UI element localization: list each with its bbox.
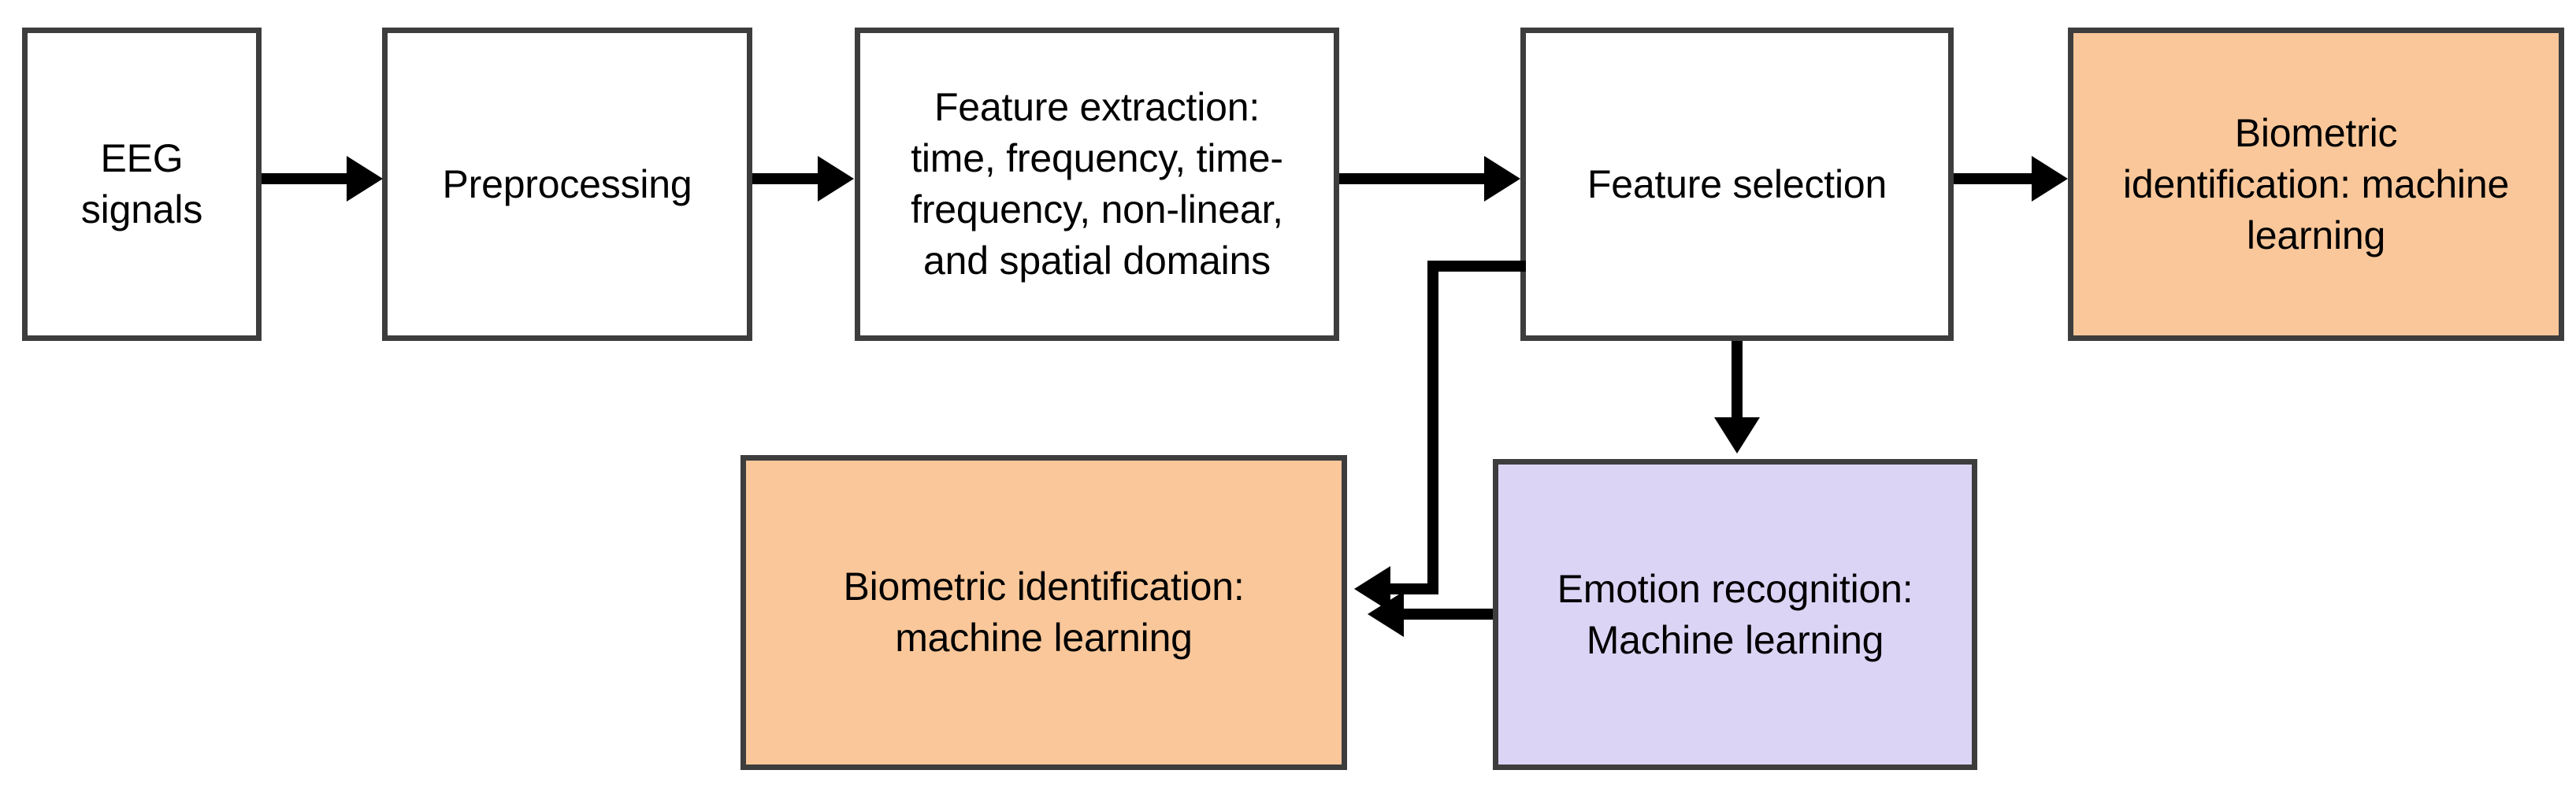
edge-eeg-to-preprocessing-arrowhead (347, 156, 383, 202)
node-biometric-identification-top[interactable]: Biometric identification: machine learni… (2068, 28, 2564, 341)
edge-selection-to-biometric-bottom-segment-top (1427, 261, 1526, 272)
node-biometric-identification-bottom-label: Biometric identification: machine learni… (843, 565, 1245, 660)
node-biometric-identification-bottom[interactable]: Biometric identification: machine learni… (741, 455, 1347, 770)
node-eeg-signals-label: EEG signals (80, 136, 203, 231)
edge-selection-to-emotion-line (1732, 341, 1743, 419)
node-feature-extraction-label: Feature extraction: time, frequency, tim… (911, 85, 1283, 283)
edge-selection-to-biometric-top-line (1954, 173, 2032, 184)
node-eeg-signals[interactable]: EEG signals (22, 28, 262, 341)
node-preprocessing[interactable]: Preprocessing (382, 28, 752, 341)
node-emotion-recognition[interactable]: Emotion recognition: Machine learning (1493, 459, 1977, 770)
node-feature-selection-label: Feature selection (1587, 161, 1887, 206)
node-preprocessing-label: Preprocessing (442, 161, 692, 206)
edge-emotion-to-biometric-bottom-line (1404, 609, 1493, 620)
edge-preprocessing-to-extraction-arrowhead (818, 156, 854, 202)
edge-selection-to-emotion-arrowhead (1714, 417, 1760, 454)
edge-preprocessing-to-extraction-line (752, 173, 819, 184)
edge-emotion-to-biometric-bottom-arrowhead (1368, 591, 1404, 637)
node-feature-extraction[interactable]: Feature extraction: time, frequency, tim… (855, 28, 1339, 341)
edge-eeg-to-preprocessing-line (262, 173, 348, 184)
edge-selection-to-biometric-top-arrowhead (2032, 156, 2068, 202)
edge-selection-to-biometric-bottom-segment-vertical (1427, 261, 1438, 594)
node-feature-selection[interactable]: Feature selection (1520, 28, 1954, 341)
node-emotion-recognition-label: Emotion recognition: Machine learning (1557, 566, 1913, 662)
edge-extraction-to-selection-arrowhead (1484, 156, 1520, 202)
edge-extraction-to-selection-line (1339, 173, 1485, 184)
node-biometric-identification-top-label: Biometric identification: machine learni… (2122, 110, 2510, 257)
